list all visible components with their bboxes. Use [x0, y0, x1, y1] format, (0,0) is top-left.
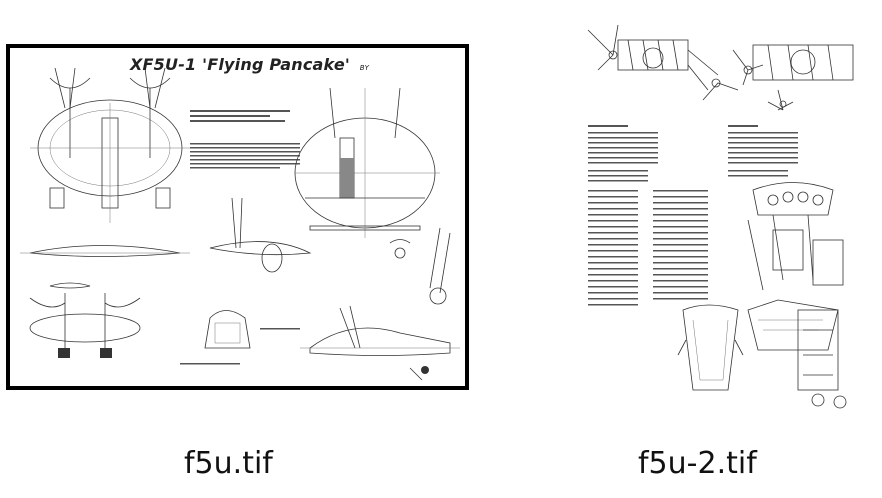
parts-list-text: [588, 190, 708, 306]
thumbnail-f5u[interactable]: XF5U-1 'Flying Pancake' BY: [0, 0, 475, 498]
top-view-drawing: [294, 87, 440, 238]
landing-gear-drawing-2: [797, 309, 847, 409]
engine-drawing-left: [587, 24, 739, 101]
airfoil-sections: [20, 197, 312, 289]
instrument-panel-drawing: [747, 182, 844, 291]
thumbnail-filename-f5u: f5u.tif: [184, 446, 273, 481]
cockpit-floor-drawing: [747, 299, 839, 351]
sheet-title-suffix: BY: [359, 64, 370, 72]
notes-text: [190, 110, 300, 169]
sheet-title: XF5U-1 'Flying Pancake' BY: [130, 55, 369, 74]
seat-drawing: [677, 304, 744, 391]
sheet-title-text: XF5U-1 'Flying Pancake': [130, 55, 350, 74]
bottom-front-view-drawing: [29, 293, 141, 358]
landing-gear-drawing: [389, 227, 451, 305]
thumbnail-f5u-2[interactable]: f5u-2.tif: [576, 0, 882, 498]
side-view-drawing: [300, 305, 460, 381]
thumbnail-image-f5u: XF5U-1 'Flying Pancake' BY: [6, 44, 469, 390]
aircraft-three-view-drawing-icon: [20, 67, 460, 381]
engine-drawing-right: [732, 44, 854, 111]
front-view-drawing: [30, 67, 190, 223]
specifications-text: [588, 125, 798, 182]
cockpit-drawing: [180, 310, 300, 365]
thumbnail-filename-f5u-2: f5u-2.tif: [638, 446, 757, 481]
aircraft-cutaway-drawing-icon: [587, 24, 854, 409]
